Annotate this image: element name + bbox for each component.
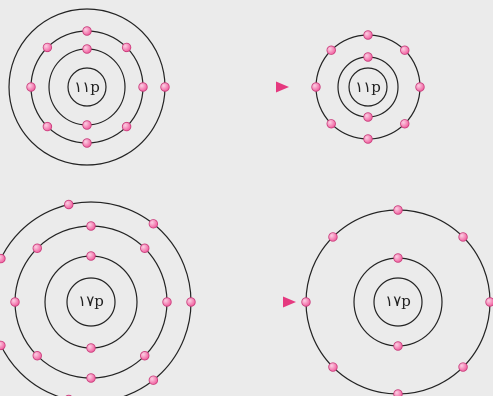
electron [485,297,493,307]
electron [326,119,336,129]
sodium-ion-nucleus [348,67,388,107]
electron [26,82,36,92]
electron [363,52,373,62]
chloride-ion-nucleus-label: ١٧p [385,292,411,310]
electron [400,45,410,55]
electron [140,351,150,361]
electron [121,121,132,132]
chlorine-atom [0,199,196,396]
electron [301,297,311,307]
electron [140,243,150,253]
sodium-row: ١١p ١١p [74,78,381,96]
electron [393,205,403,215]
electron [82,120,92,130]
electron [42,121,53,132]
electron [393,341,403,351]
electron [393,389,403,396]
electron [121,42,132,53]
electron [32,243,42,253]
electron [363,112,373,122]
sodium-ion [311,30,425,144]
electron [32,351,42,361]
electron [415,82,425,92]
reaction-arrow-2 [200,296,296,308]
electron [162,297,172,307]
electron [64,199,74,210]
sodium-atom [8,8,170,166]
electron [82,138,92,148]
electron [86,343,96,353]
electron [328,362,338,372]
chlorine-row: ١٧p ١٧p [78,292,411,310]
chlorine-atom-nucleus [66,277,116,327]
electron [363,134,373,144]
electron [458,362,468,372]
electron [86,221,96,231]
electron [82,44,92,54]
electron [160,82,170,92]
sodium-atom-nucleus [67,67,107,107]
electron [86,373,96,383]
chlorine-atom-nucleus-label: ١٧p [78,292,104,310]
chloride-ion-nucleus [373,277,423,327]
electron [42,42,53,53]
sodium-ion-nucleus-label: ١١p [355,78,381,96]
electron [0,340,6,351]
electron [148,219,159,229]
electron [393,253,403,263]
electron [186,297,196,307]
electron [148,375,159,385]
electron [326,45,336,55]
electron [0,253,6,264]
electron [311,82,321,92]
electron [138,82,148,92]
electron [363,30,373,40]
chloride-ion [301,205,493,396]
reaction-arrow-1 [193,81,289,93]
electron [82,26,92,36]
electron [86,251,96,261]
electron [400,119,410,129]
electron [328,232,338,242]
sodium-atom-nucleus-label: ١١p [74,78,100,96]
electron [458,232,468,242]
electron [10,297,20,307]
